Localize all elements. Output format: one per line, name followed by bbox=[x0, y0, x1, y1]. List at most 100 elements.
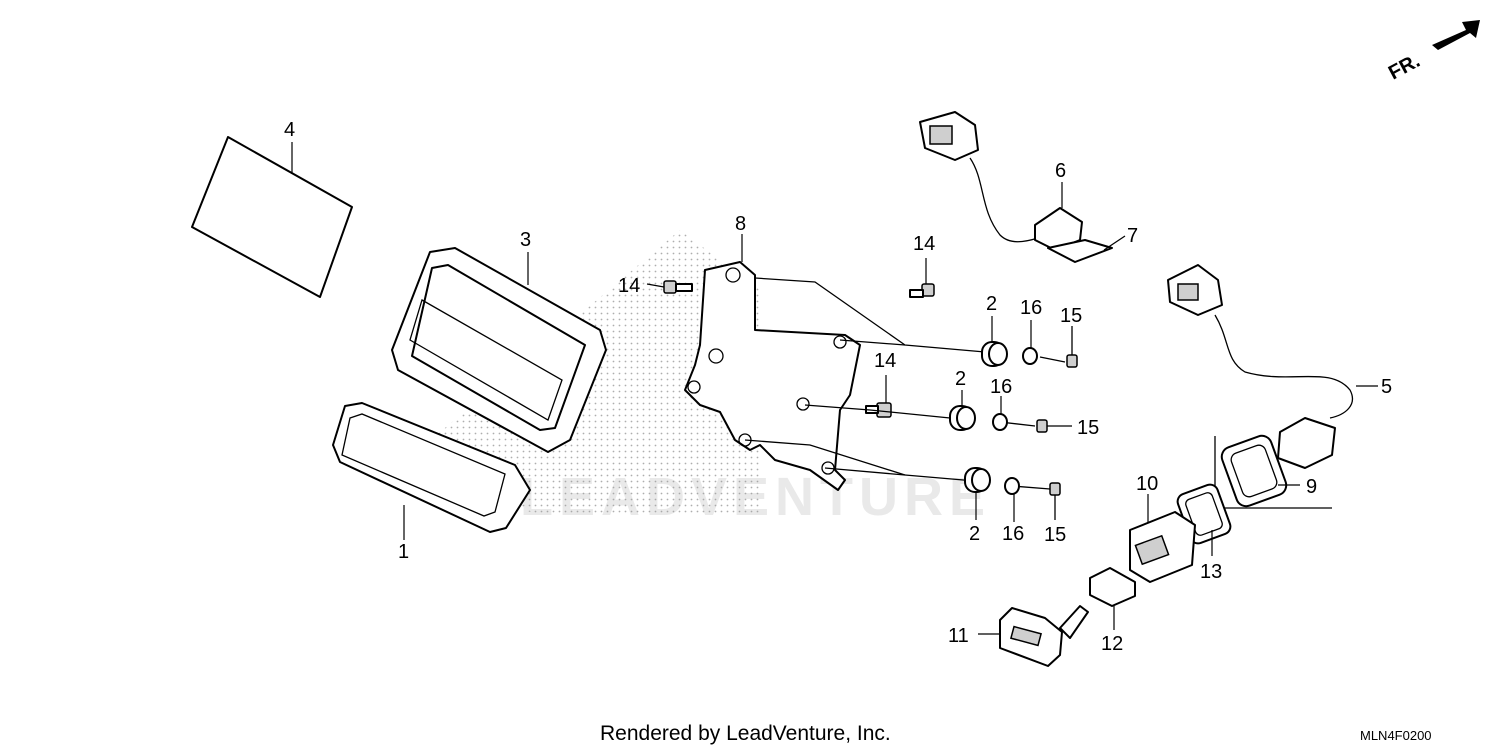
bolt-head bbox=[663, 280, 677, 294]
bracket-hole bbox=[796, 397, 810, 411]
screw-15-middle bbox=[1036, 419, 1072, 433]
callout-8: 8 bbox=[735, 213, 746, 235]
adapter-port bbox=[1010, 625, 1042, 647]
meter-body-inner bbox=[341, 413, 506, 517]
screw-15-top bbox=[1066, 326, 1078, 368]
part-3-display-frame bbox=[391, 247, 607, 453]
callout-14-middle: 14 bbox=[874, 350, 896, 372]
part-15-screws bbox=[1036, 326, 1078, 520]
bracket-hole bbox=[833, 335, 847, 349]
callout-14-left: 14 bbox=[618, 275, 640, 297]
pad-shape bbox=[1047, 239, 1113, 263]
grommet-face bbox=[956, 406, 976, 430]
assembly-line bbox=[804, 404, 951, 419]
part-16-washers bbox=[992, 320, 1038, 522]
cap-shape bbox=[1089, 567, 1136, 607]
grommet-2-bottom bbox=[964, 467, 991, 520]
callout-2-middle: 2 bbox=[955, 368, 966, 390]
callout-2-top: 2 bbox=[986, 293, 997, 315]
grommet-2-top bbox=[981, 316, 1008, 367]
front-label: FR. bbox=[1385, 50, 1424, 85]
callout-labels: 4 3 1 8 14 14 14 2 2 2 16 16 16 15 15 15… bbox=[284, 119, 1392, 655]
gasket-inner bbox=[1185, 492, 1223, 536]
callout-16-middle: 16 bbox=[990, 376, 1012, 398]
screw-head bbox=[1066, 354, 1078, 368]
bracket-hole bbox=[725, 267, 741, 283]
front-arrow-icon bbox=[1432, 20, 1480, 50]
callout-16-bottom: 16 bbox=[1002, 523, 1024, 545]
grommet-face bbox=[971, 468, 991, 492]
bracket-hole bbox=[821, 461, 835, 475]
harness-cable bbox=[1214, 314, 1354, 419]
part-7-pad bbox=[1047, 235, 1126, 263]
part-11-usb-adapter bbox=[978, 605, 1089, 667]
grommet-2-middle bbox=[949, 390, 976, 431]
part-9-seal bbox=[1214, 434, 1332, 509]
callout-1: 1 bbox=[398, 541, 409, 563]
callout-3: 3 bbox=[520, 229, 531, 251]
meter-body-outer bbox=[332, 402, 531, 533]
callout-10: 10 bbox=[1136, 473, 1158, 495]
bracket-hole bbox=[708, 348, 724, 364]
screw-head bbox=[1036, 419, 1048, 433]
washer-16-bottom bbox=[1004, 477, 1020, 522]
seal-outer bbox=[1220, 434, 1288, 508]
washer-shape bbox=[1022, 347, 1038, 365]
usb-socket-opening bbox=[1134, 534, 1170, 566]
callout-7: 7 bbox=[1127, 225, 1138, 247]
part-12-cap bbox=[1089, 567, 1136, 630]
bolt-shank bbox=[909, 289, 924, 298]
part-2-grommets bbox=[949, 316, 1008, 520]
callout-15-middle: 15 bbox=[1077, 417, 1099, 439]
grommet-face bbox=[988, 342, 1008, 366]
antenna-box bbox=[1034, 207, 1083, 251]
callout-9: 9 bbox=[1306, 476, 1317, 498]
screen-film-shape bbox=[191, 136, 353, 298]
washer-shape bbox=[992, 413, 1008, 431]
part-1-meter-assembly bbox=[332, 402, 531, 540]
washer-16-middle bbox=[992, 396, 1008, 431]
connector-socket bbox=[929, 125, 953, 145]
footer-credit: Rendered by LeadVenture, Inc. bbox=[600, 722, 891, 745]
callout-13: 13 bbox=[1200, 561, 1222, 583]
display-frame-inner bbox=[411, 264, 586, 431]
assembly-line bbox=[1039, 356, 1066, 363]
callout-16-top: 16 bbox=[1020, 297, 1042, 319]
washer-shape bbox=[1004, 477, 1020, 495]
front-direction-indicator: FR. bbox=[1385, 20, 1480, 84]
screw-15-bottom bbox=[1049, 482, 1061, 520]
connector-socket bbox=[1177, 283, 1199, 301]
bolt-14-left bbox=[646, 280, 693, 294]
screw-head bbox=[1049, 482, 1061, 496]
part-14-bolts bbox=[646, 258, 935, 418]
harness-connector bbox=[1277, 417, 1336, 469]
callout-2-bottom: 2 bbox=[969, 523, 980, 545]
bracket-shape bbox=[684, 261, 861, 491]
assembly-lines bbox=[744, 277, 1066, 490]
leader-line bbox=[646, 283, 665, 288]
bolt-14-top bbox=[909, 258, 935, 298]
callout-15-top: 15 bbox=[1060, 305, 1082, 327]
bolt-shank bbox=[675, 283, 693, 292]
callout-4: 4 bbox=[284, 119, 295, 141]
part-4-screen-film bbox=[191, 136, 353, 298]
antenna-cable bbox=[969, 157, 1039, 243]
callout-14-top: 14 bbox=[913, 233, 935, 255]
callout-6: 6 bbox=[1055, 160, 1066, 182]
callout-12: 12 bbox=[1101, 633, 1123, 655]
callout-15-bottom: 15 bbox=[1044, 524, 1066, 546]
leader-line bbox=[1103, 235, 1126, 251]
display-screen-area bbox=[409, 299, 563, 421]
assembly-line bbox=[744, 439, 906, 476]
callout-5: 5 bbox=[1381, 376, 1392, 398]
adapter-plug bbox=[1059, 605, 1089, 639]
callout-11: 11 bbox=[948, 625, 969, 647]
bolt-head bbox=[876, 402, 892, 418]
bolt-14-middle bbox=[865, 375, 892, 418]
diagram-code: MLN4F0200 bbox=[1360, 728, 1432, 743]
part-10-usb-socket bbox=[1129, 494, 1196, 583]
assembly-line bbox=[754, 277, 986, 353]
washer-16-top bbox=[1022, 320, 1038, 365]
bracket-hole bbox=[687, 380, 701, 394]
